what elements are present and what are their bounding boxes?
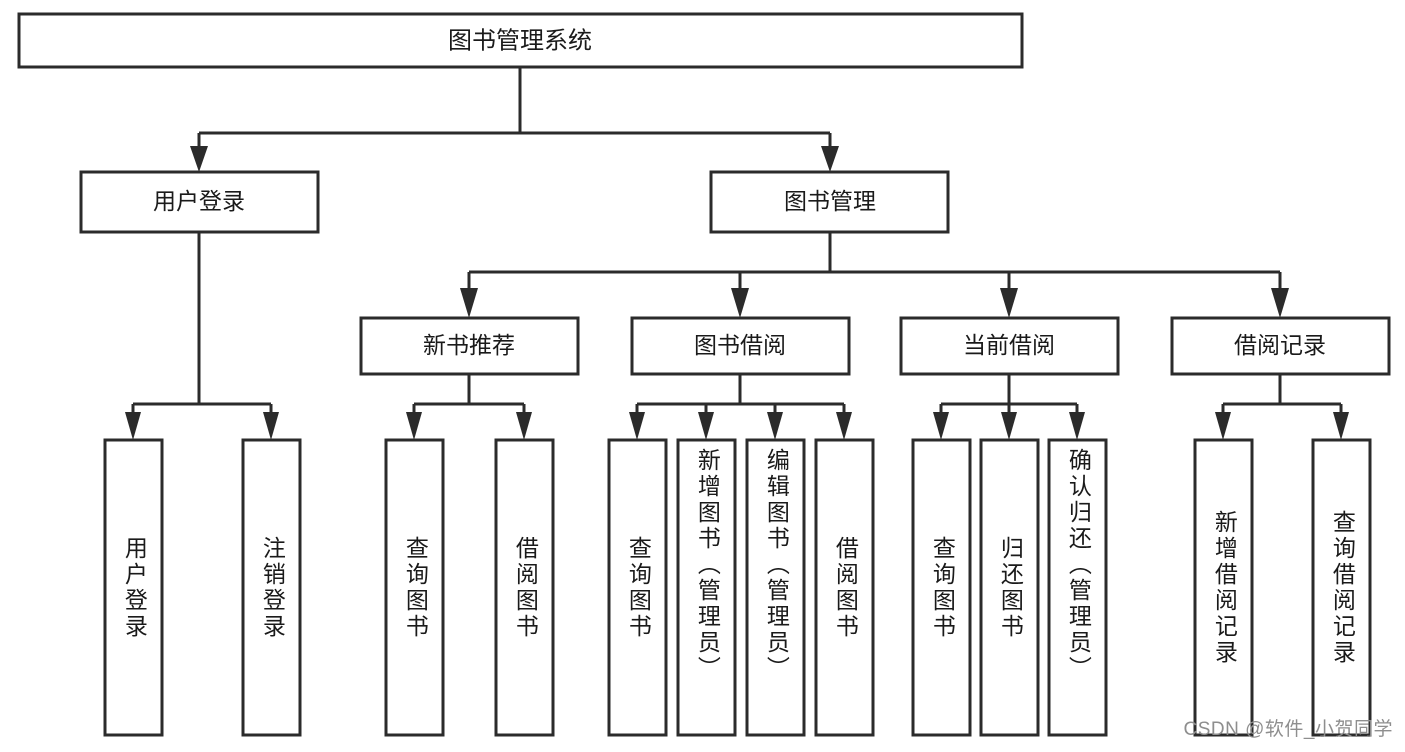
node-leaf-return-book[interactable] xyxy=(979,438,1040,737)
arrowhead-leaf-return-book xyxy=(1001,412,1017,440)
arrowhead-borrow-record xyxy=(1271,288,1289,318)
arrowhead-new-book-rec xyxy=(460,288,478,318)
node-current-borrow[interactable] xyxy=(899,316,1120,376)
node-leaf-query-book-borrow[interactable] xyxy=(607,438,668,737)
arrowhead-leaf-query-book-rec xyxy=(406,412,422,440)
node-user-login[interactable] xyxy=(79,170,320,234)
node-new-book-rec[interactable] xyxy=(359,316,580,376)
node-user-login-label: 用户登录 xyxy=(153,188,245,214)
arrowhead-user-login xyxy=(190,146,208,172)
node-leaf-borrow-book-rec[interactable] xyxy=(494,438,555,737)
node-leaf-query-book-rec[interactable] xyxy=(384,438,445,737)
node-book-borrow-label: 图书借阅 xyxy=(694,332,786,358)
arrowhead-leaf-confirm-return-admin xyxy=(1069,412,1085,440)
arrowhead-book-manage xyxy=(821,146,839,172)
node-leaf-query-borrow-record[interactable] xyxy=(1311,438,1372,737)
arrowhead-leaf-query-book-borrow xyxy=(629,412,645,440)
arrowhead-leaf-borrow-book xyxy=(836,412,852,440)
arrowhead-leaf-user-login xyxy=(125,412,141,440)
arrowhead-leaf-query-book-cur xyxy=(933,412,949,440)
node-current-borrow-label: 当前借阅 xyxy=(963,332,1055,358)
arrowhead-leaf-add-book-admin xyxy=(698,412,714,440)
node-leaf-confirm-return-admin[interactable] xyxy=(1047,438,1108,737)
node-book-borrow[interactable] xyxy=(630,316,851,376)
arrowhead-leaf-edit-book-admin xyxy=(767,412,783,440)
node-new-book-rec-label: 新书推荐 xyxy=(423,332,515,358)
arrowhead-leaf-borrow-book-rec xyxy=(516,412,532,440)
node-leaf-query-book-cur[interactable] xyxy=(911,438,972,737)
connector-layer xyxy=(125,67,1349,440)
node-leaf-add-book-admin[interactable] xyxy=(676,438,737,737)
node-leaf-add-borrow-record[interactable] xyxy=(1193,438,1254,737)
node-book-manage[interactable] xyxy=(709,170,950,234)
node-root-label: 图书管理系统 xyxy=(448,27,592,54)
node-leaf-edit-book-admin[interactable] xyxy=(745,438,806,737)
arrowhead-leaf-query-borrow-record xyxy=(1333,412,1349,440)
arrowhead-leaf-add-borrow-record xyxy=(1215,412,1231,440)
node-borrow-record-label: 借阅记录 xyxy=(1234,332,1326,358)
node-leaf-borrow-book[interactable] xyxy=(814,438,875,737)
node-borrow-record[interactable] xyxy=(1170,316,1391,376)
arrowhead-book-borrow xyxy=(731,288,749,318)
csdn-watermark: CSDN @软件_小贺同学 xyxy=(1183,719,1393,740)
node-leaf-logout-login[interactable] xyxy=(241,438,302,737)
node-layer: 图书管理系统 用户登录 图书管理 新书推荐 图书借阅 当前借阅 借阅记录 xyxy=(17,12,1391,737)
arrowhead-leaf-logout-login xyxy=(263,412,279,440)
arrowhead-current-borrow xyxy=(1000,288,1018,318)
node-root[interactable] xyxy=(17,12,1024,69)
node-book-manage-label: 图书管理 xyxy=(784,188,876,214)
node-leaf-user-login[interactable] xyxy=(103,438,164,737)
